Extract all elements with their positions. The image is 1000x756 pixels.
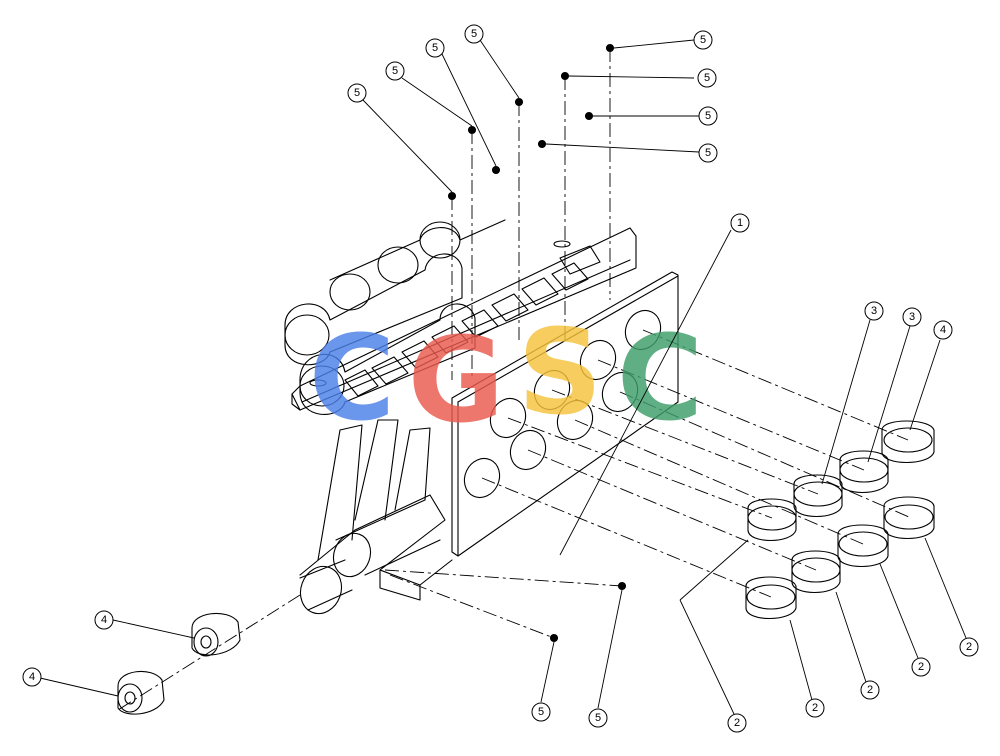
callout-5: 5 [588, 708, 608, 728]
svg-text:5: 5 [392, 65, 398, 77]
watermark-letter-1: C [309, 309, 396, 447]
rear-tube-group [284, 219, 506, 415]
callout-2: 2 [959, 637, 979, 657]
callout-5: 5 [698, 106, 718, 126]
callout-5: 5 [464, 24, 484, 44]
callout-2: 2 [860, 680, 880, 700]
svg-text:5: 5 [432, 42, 438, 54]
svg-text:5: 5 [595, 712, 601, 724]
svg-text:1: 1 [737, 217, 743, 229]
svg-text:4: 4 [101, 614, 107, 626]
callout-2: 2 [805, 698, 825, 718]
svg-text:5: 5 [471, 28, 477, 40]
callout-5: 5 [385, 61, 405, 81]
watermark: C G S C [309, 303, 704, 449]
front-panel [451, 271, 679, 557]
svg-text:5: 5 [354, 87, 360, 99]
callout-5: 5 [693, 30, 713, 50]
spacer-lower [117, 612, 241, 715]
watermark-letter-2: G [408, 311, 505, 449]
callout-4: 4 [22, 667, 42, 687]
callout-5: 5 [531, 702, 551, 722]
callout-4: 4 [94, 610, 114, 630]
svg-text:2: 2 [812, 702, 818, 714]
callout-3: 3 [902, 307, 922, 327]
callout-1: 1 [730, 213, 750, 233]
watermark-letter-4: C [617, 309, 704, 447]
svg-text:5: 5 [700, 34, 706, 46]
svg-text:3: 3 [909, 311, 915, 323]
callout-3: 3 [864, 301, 884, 321]
callout-5: 5 [698, 143, 718, 163]
svg-text:5: 5 [538, 706, 544, 718]
callout-2: 2 [727, 713, 747, 733]
watermark-letter-3: S [518, 303, 603, 441]
svg-text:2: 2 [734, 717, 740, 729]
callout-4: 4 [933, 320, 953, 340]
callout-5: 5 [425, 38, 445, 58]
svg-text:5: 5 [705, 110, 711, 122]
svg-text:2: 2 [966, 641, 972, 653]
callout-5: 5 [697, 68, 717, 88]
svg-text:2: 2 [918, 661, 924, 673]
svg-text:5: 5 [705, 147, 711, 159]
slotted-bracket [291, 227, 637, 411]
callout-2: 2 [911, 657, 931, 677]
svg-text:2: 2 [867, 684, 873, 696]
base-frame [299, 419, 453, 615]
svg-text:5: 5 [704, 72, 710, 84]
callout-5: 5 [347, 83, 367, 103]
leader-lines [39, 39, 967, 715]
callout-bubbles: 1 5 5 5 5 5 5 5 5 5 5 4 4 4 3 3 2 2 2 2 … [22, 24, 979, 733]
assembly-lines [117, 48, 910, 711]
svg-text:4: 4 [940, 324, 946, 336]
svg-text:3: 3 [871, 305, 877, 317]
svg-text:4: 4 [29, 671, 35, 683]
bushing-group [745, 420, 935, 619]
